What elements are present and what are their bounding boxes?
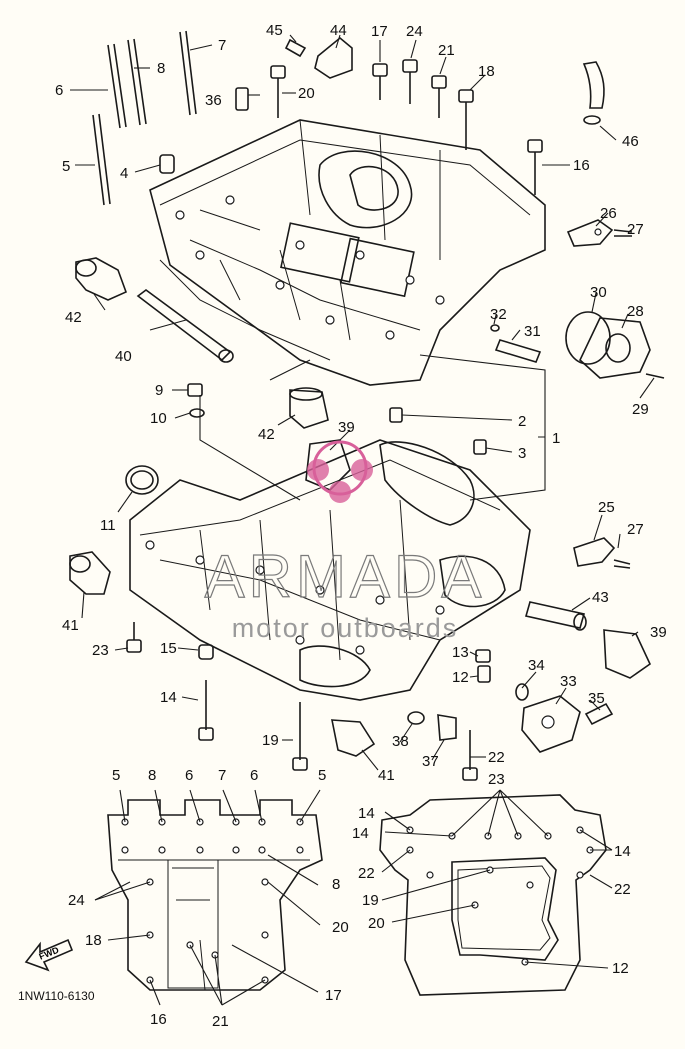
callout-32: 32 bbox=[490, 306, 507, 323]
callout-43: 43 bbox=[592, 589, 609, 606]
callout-1: 1 bbox=[552, 430, 560, 447]
callout-28: 28 bbox=[627, 303, 644, 320]
callout-3: 3 bbox=[518, 445, 526, 462]
callout-8: 8 bbox=[157, 60, 165, 77]
callout-33: 33 bbox=[560, 673, 577, 690]
callout-12a: 12 bbox=[452, 669, 469, 686]
callout-38: 38 bbox=[392, 733, 409, 750]
callout-24: 24 bbox=[406, 23, 423, 40]
callout-16-bl: 16 bbox=[150, 1011, 167, 1028]
callout-13: 13 bbox=[452, 644, 469, 661]
watermark-tagline: motor outboards bbox=[232, 613, 459, 643]
callout-15: 15 bbox=[160, 640, 177, 657]
callout-29: 29 bbox=[632, 401, 649, 418]
callout-25: 25 bbox=[598, 499, 615, 516]
callout-37: 37 bbox=[422, 753, 439, 770]
callout-5: 5 bbox=[62, 158, 70, 175]
callout-35: 35 bbox=[588, 690, 605, 707]
callout-20: 20 bbox=[298, 85, 315, 102]
callout-18: 18 bbox=[478, 63, 495, 80]
callout-4: 4 bbox=[120, 165, 128, 182]
lower-crankcase bbox=[129, 439, 531, 701]
callout-14-br-c: 14 bbox=[614, 843, 631, 860]
callout-23-br: 23 bbox=[488, 771, 505, 788]
callout-45: 45 bbox=[266, 22, 283, 39]
callout-8-bl-b: 8 bbox=[332, 876, 340, 893]
callout-2: 2 bbox=[518, 413, 526, 430]
callout-14-br-a: 14 bbox=[358, 805, 375, 822]
callout-14a: 14 bbox=[160, 689, 177, 706]
callout-42a: 42 bbox=[65, 309, 82, 326]
callout-27: 27 bbox=[627, 221, 644, 238]
callout-36: 36 bbox=[205, 92, 222, 109]
upper-crankcase bbox=[149, 119, 546, 386]
callout-11: 11 bbox=[100, 517, 116, 534]
callout-40: 40 bbox=[115, 348, 132, 365]
front-direction-arrow: FWD bbox=[24, 938, 74, 972]
callout-20-br: 20 bbox=[368, 915, 385, 932]
callout-12-br: 12 bbox=[612, 960, 629, 977]
callout-22-br-b: 22 bbox=[614, 881, 631, 898]
callout-7-bl: 7 bbox=[218, 767, 226, 784]
right-side-parts bbox=[305, 219, 665, 753]
callout-44: 44 bbox=[330, 22, 347, 39]
callout-31: 31 bbox=[524, 323, 541, 340]
callout-6-bl-b: 6 bbox=[250, 767, 258, 784]
callout-21-bl: 21 bbox=[212, 1013, 229, 1030]
callout-17-bl: 17 bbox=[325, 987, 342, 1004]
callout-9: 9 bbox=[155, 382, 163, 399]
callout-27b: 27 bbox=[627, 521, 644, 538]
watermark-brand: ARMADA bbox=[205, 543, 486, 610]
callout-19a: 19 bbox=[262, 732, 279, 749]
callout-39b: 39 bbox=[650, 624, 667, 641]
callout-14-br-b: 14 bbox=[352, 825, 369, 842]
bottom-left-view bbox=[107, 799, 323, 991]
callout-22a: 22 bbox=[488, 749, 505, 766]
callout-20-bl: 20 bbox=[332, 919, 349, 936]
callout-41b: 41 bbox=[378, 767, 395, 784]
callout-22-br-a: 22 bbox=[358, 865, 375, 882]
callout-10: 10 bbox=[150, 410, 167, 427]
callout-46: 46 bbox=[622, 133, 639, 150]
callout-24-bl: 24 bbox=[68, 892, 85, 909]
callout-6-bl-a: 6 bbox=[185, 767, 193, 784]
catalog-code: 1NW110-6130 bbox=[18, 989, 95, 1003]
callout-30: 30 bbox=[590, 284, 607, 301]
callout-21: 21 bbox=[438, 42, 455, 59]
callout-23: 23 bbox=[92, 642, 109, 659]
callout-16: 16 bbox=[573, 157, 590, 174]
callout-42b: 42 bbox=[258, 426, 275, 443]
callout-34: 34 bbox=[528, 657, 545, 674]
callout-26: 26 bbox=[600, 205, 617, 222]
callouts: 6 8 7 5 4 36 20 45 44 17 24 21 18 46 16 … bbox=[18, 22, 667, 1030]
callout-5-bl-b: 5 bbox=[318, 767, 326, 784]
brand-watermark: ARMADA motor outboards bbox=[204, 440, 486, 643]
callout-5-bl-a: 5 bbox=[112, 767, 120, 784]
callout-41a: 41 bbox=[62, 617, 79, 634]
leader-lines bbox=[70, 34, 655, 1006]
callout-7: 7 bbox=[218, 37, 226, 54]
callout-8-bl: 8 bbox=[148, 767, 156, 784]
callout-17: 17 bbox=[371, 23, 388, 40]
callout-18-bl: 18 bbox=[85, 932, 102, 949]
callout-6: 6 bbox=[55, 82, 63, 99]
callout-39a: 39 bbox=[338, 419, 355, 436]
callout-19-br: 19 bbox=[362, 892, 379, 909]
studs-and-bolts bbox=[92, 30, 605, 206]
